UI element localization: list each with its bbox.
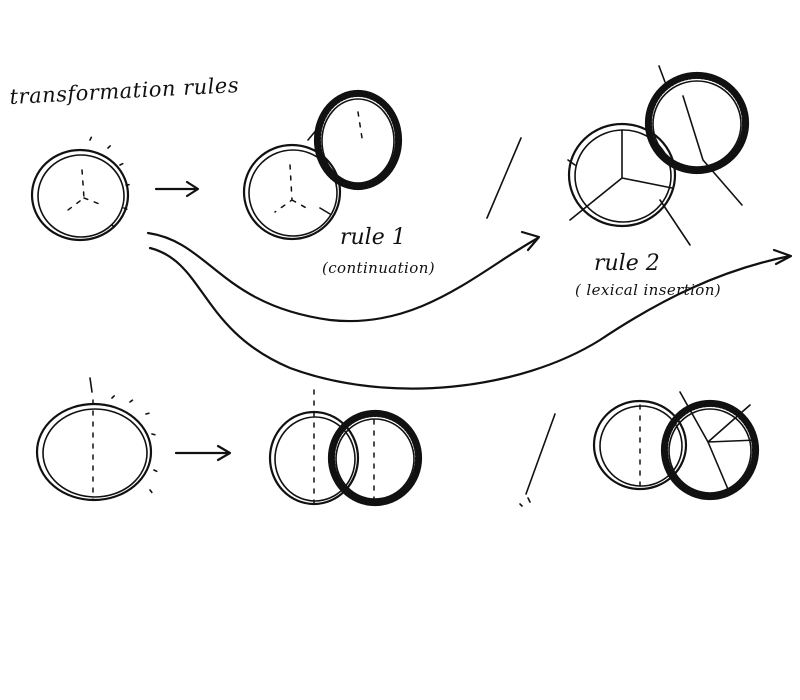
sketch-title: transformation rules: [9, 73, 240, 109]
curved-arrow-to-rule2: [146, 230, 541, 323]
rule2-bottom-circles: [592, 391, 760, 501]
rule1-result-circles: [242, 89, 403, 241]
rule2-label: rule 2: [594, 251, 660, 276]
curved-arrow-to-bottom-right: [148, 246, 793, 390]
rule1-note: (continuation): [322, 259, 435, 277]
rule1-bottom-circles: [268, 389, 423, 507]
rule2-result-circles: [567, 65, 750, 246]
arrow-bottom-1: [174, 444, 232, 462]
rule2-note: ( lexical insertion): [575, 281, 721, 299]
source-circle-bottom: [35, 377, 163, 502]
arrow-top-1: [154, 180, 200, 198]
separator-slash-bottom: [525, 413, 556, 495]
rule1-label: rule 1: [340, 225, 406, 250]
separator-slash-top: [486, 137, 522, 219]
source-circle-top: [30, 129, 137, 242]
